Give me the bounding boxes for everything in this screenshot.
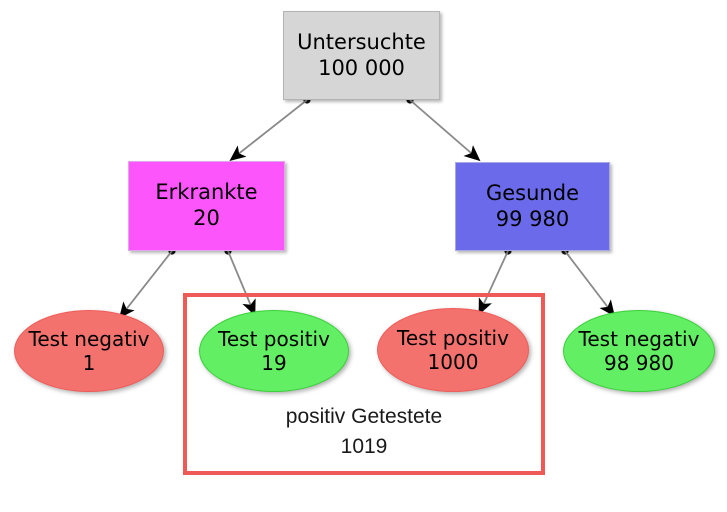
node-test-positiv-gesunde: Test positiv 1000: [377, 308, 529, 392]
node-test-positiv-erkrankte: Test positiv 19: [199, 310, 349, 392]
highlight-box-positiv-getestete: [183, 293, 545, 475]
node-gesunde: Gesunde 99 980: [455, 162, 610, 251]
node-gesunde-label: Gesunde: [485, 180, 579, 205]
node-test-negativ-gesunde: Test negativ 98 980: [563, 310, 715, 392]
node-test-negativ-erkrankte-label: Test negativ: [28, 326, 150, 351]
highlight-caption: positiv Getestete 1019: [183, 402, 545, 462]
highlight-caption-value: 1019: [340, 434, 388, 458]
node-erkrankte: Erkrankte 20: [128, 161, 285, 251]
node-untersuchte-value: 100 000: [318, 55, 405, 80]
node-test-positiv-gesunde-value: 1000: [427, 350, 479, 374]
edge-root-to-gesunde: [406, 96, 481, 162]
node-gesunde-value: 99 980: [495, 206, 570, 231]
node-test-positiv-erkrankte-label: Test positiv: [218, 326, 330, 351]
edge-gesunde-to-test-negativ: [561, 247, 615, 317]
node-erkrankte-value: 20: [193, 206, 220, 230]
edge-root-to-erkrankte: [229, 96, 311, 162]
node-test-negativ-gesunde-label: Test negativ: [578, 326, 700, 351]
node-test-negativ-erkrankte: Test negativ 1: [14, 310, 164, 392]
node-test-positiv-erkrankte-value: 19: [261, 351, 287, 375]
edge-erkrankte-to-test-negativ: [118, 247, 176, 319]
node-erkrankte-label: Erkrankte: [155, 180, 258, 205]
node-test-negativ-erkrankte-value: 1: [82, 351, 96, 375]
node-test-positiv-gesunde-label: Test positiv: [397, 325, 509, 350]
node-test-negativ-gesunde-value: 98 980: [604, 351, 674, 375]
node-untersuchte-label: Untersuchte: [297, 29, 426, 54]
node-untersuchte: Untersuchte 100 000: [283, 11, 440, 100]
highlight-caption-label: positiv Getestete: [285, 405, 443, 428]
